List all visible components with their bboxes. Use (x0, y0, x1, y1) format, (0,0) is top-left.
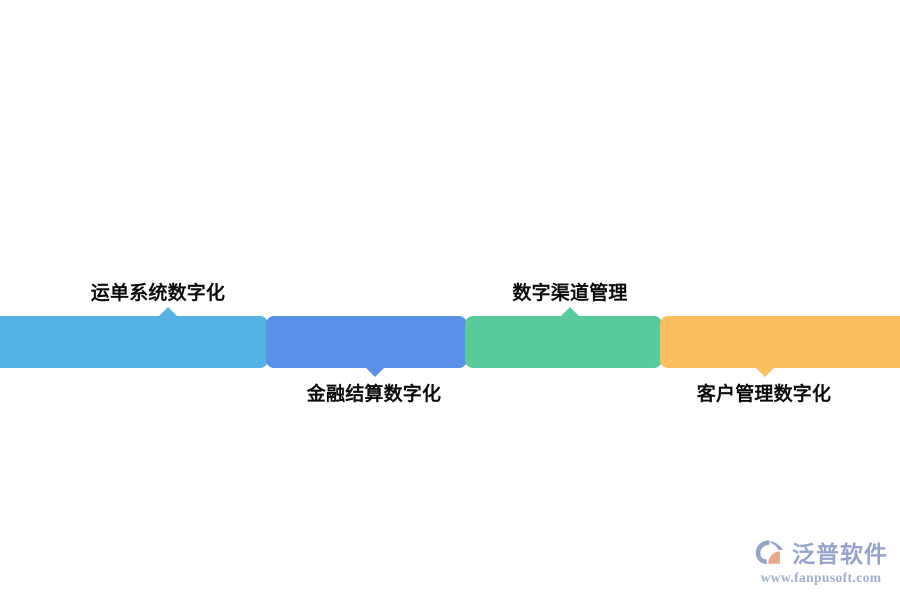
process-segment-1[interactable] (0, 307, 268, 368)
process-segment-4[interactable] (660, 316, 900, 377)
segment-label-2: 金融结算数字化 (306, 384, 442, 405)
watermark: 泛普软件 www.fanpusoft.com (754, 535, 888, 586)
segment-label-1: 运单系统数字化 (90, 283, 226, 305)
segment-pointer-down-icon (366, 368, 384, 377)
segment-label-3: 数字渠道管理 (512, 283, 628, 305)
process-bar (0, 307, 900, 377)
process-segment-3[interactable] (465, 307, 662, 368)
fanpu-logo-icon (755, 540, 783, 564)
segment-pointer-up-icon (159, 307, 177, 316)
segment-label-4: 客户管理数字化 (696, 384, 832, 405)
watermark-brand: 泛普软件 (792, 542, 888, 568)
watermark-url: www.fanpusoft.com (760, 570, 882, 585)
segment-pointer-down-icon (756, 368, 774, 377)
process-segment-2[interactable] (266, 316, 467, 377)
segment-pointer-up-icon (561, 307, 579, 316)
watermark-row: 泛普软件 (754, 535, 888, 569)
